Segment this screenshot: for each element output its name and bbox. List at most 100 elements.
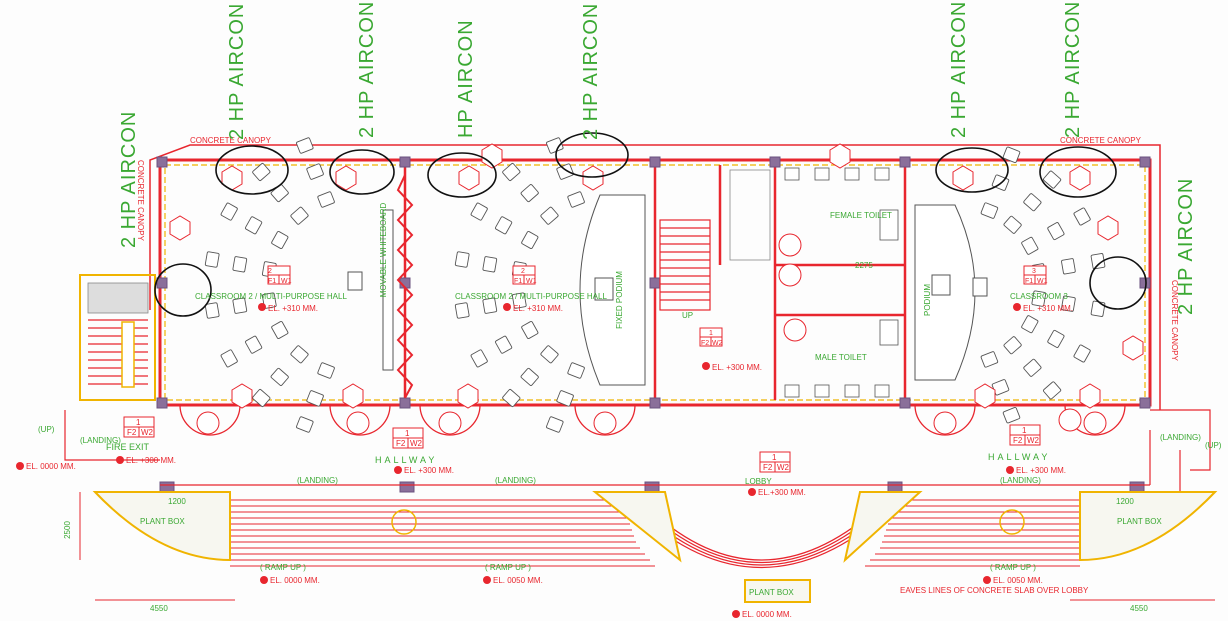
desk-chair [470, 349, 488, 368]
tag-number-hall-right: 1 [1022, 426, 1027, 435]
female-toilet-label: FEMALE TOILET [830, 211, 892, 220]
tag-f-lobby: F2 [763, 463, 773, 472]
desk-chair [1047, 329, 1065, 348]
desk-chair [1023, 358, 1042, 377]
desk-chair [204, 302, 220, 319]
desk-chair [1061, 295, 1076, 312]
classroom-right-label: CLASSROOM 3 [1010, 292, 1068, 301]
left-stair-tower [79, 274, 156, 401]
canopy-outline [149, 144, 1161, 410]
desk-chair [271, 321, 289, 339]
elev-classroom-right: EL. +310 MM. [1023, 304, 1073, 313]
desk-chair [204, 251, 220, 268]
room-tag-boxes [123, 265, 1047, 473]
elev-far-left: EL. 0000 MM. [26, 462, 76, 471]
desk-chair [556, 163, 574, 180]
tag-w-right: W1 [1037, 278, 1048, 285]
desk-chair [220, 202, 238, 221]
desk-chair [306, 163, 324, 180]
lectern-right [972, 277, 988, 297]
aircon-location-circles [154, 132, 1147, 317]
elev-ramp-right: EL. 0050 MM. [993, 576, 1043, 585]
tag-w-left: W1 [281, 278, 292, 285]
tag-number-mid: 2 [521, 268, 525, 275]
desk-chair [502, 389, 521, 407]
desk-chair [220, 349, 238, 368]
fire-exit-label: FIRE EXIT [106, 442, 150, 452]
desk-chair [317, 191, 335, 208]
ramp-up-mid: ( RAMP UP ) [485, 563, 531, 572]
tag-f-fire: F2 [127, 428, 137, 437]
landing-label-right: (LANDING) [1160, 433, 1201, 442]
desk-chair [511, 292, 527, 309]
tag-number-left: 2 [268, 268, 272, 275]
stair-up-label: UP [682, 311, 693, 320]
elev-center: EL. +300 MM. [712, 363, 762, 372]
aircon-label-2: 2 HP AIRCON [356, 0, 378, 138]
desk-chair [520, 184, 539, 203]
canopy-label-top-left: CONCRETE CANOPY [190, 136, 272, 145]
desk-chair [290, 206, 309, 225]
desk-chair [980, 351, 999, 368]
desk-chair [495, 216, 513, 235]
desk-chair [1043, 381, 1062, 400]
desk-chair [1021, 315, 1039, 334]
tag-number-hall-left: 1 [405, 429, 410, 438]
up-label-right: (UP) [1205, 441, 1222, 450]
elev-bottom: EL. 0000 MM. [742, 610, 792, 619]
desk-chair [1003, 215, 1022, 234]
hallway-label-left: HALLWAY [375, 455, 437, 465]
desk-chair [1002, 146, 1021, 163]
plant-boxes [92, 491, 1218, 603]
desk-chair [521, 231, 539, 249]
elev-fire-exit: EL. +300 MM. [126, 456, 176, 465]
desk-chair [296, 416, 314, 433]
up-label-left: (UP) [38, 425, 55, 434]
desk-chair [567, 362, 585, 379]
tag-w-lobby: W2 [777, 463, 790, 472]
dim-1200-right: 1200 [1116, 497, 1134, 506]
podium-desk-right [931, 274, 951, 296]
doors [179, 404, 1126, 436]
aircon-label-5: 2 HP AIRCON [580, 2, 602, 140]
desk-chair [232, 297, 248, 314]
lobby-label: LOBBY [745, 477, 772, 486]
lectern-left [347, 271, 363, 291]
elev-classroom-mid: EL. +310 MM. [513, 304, 563, 313]
tag-w-hall-left: W2 [410, 439, 423, 448]
classroom-middle-label: CLASSROOM 2 / MULTI-PURPOSE HALL [455, 292, 607, 301]
eaves-note: EAVES LINES OF CONCRETE SLAB OVER LOBBY [900, 586, 1089, 595]
toilet-fixtures [729, 167, 899, 398]
classroom-left-label: CLASSROOM 2 / MULTI-PURPOSE HALL [195, 292, 347, 301]
tag-f-mid: F1 [514, 278, 522, 285]
landing-label-ramp-left: (LANDING) [297, 476, 338, 485]
plant-box-left-label: PLANT BOX [140, 517, 185, 526]
elevation-markers [16, 303, 1021, 618]
desk-chair [540, 206, 559, 225]
desk-chair [1003, 336, 1022, 355]
dim-2275: 2275 [855, 261, 873, 270]
desk-chair [556, 390, 574, 407]
desk-array-middle [454, 137, 585, 433]
tag-f-hall-right: F2 [1013, 436, 1023, 445]
tag-f-right: F1 [1025, 278, 1033, 285]
fixed-podium-label: FIXED PODIUM [615, 271, 624, 329]
elev-lobby: EL.+300 MM. [758, 488, 806, 497]
ramp-up-right: ( RAMP UP ) [990, 563, 1036, 572]
desk-chair [470, 202, 488, 221]
desk-chair [270, 367, 289, 386]
tag-number-right: 3 [1032, 268, 1036, 275]
desk-chair [252, 389, 271, 407]
desk-chair [980, 202, 999, 219]
aircon-label-7: 2 HP AIRCON [1062, 0, 1084, 138]
desk-chair [1073, 207, 1091, 226]
aircon-label-6: 2 HP AIRCON [948, 0, 970, 138]
whiteboard-panel [382, 209, 394, 371]
elev-hall-right: EL. +300 MM. [1016, 466, 1066, 475]
tag-f-center: F2 [701, 340, 709, 347]
aircon-label-3: 2 HP AIRCON [118, 110, 140, 248]
desk-chair [454, 251, 470, 268]
desk-chair [520, 367, 539, 386]
canopy-label-left: CONCRETE CANOPY [136, 160, 145, 242]
landing-label-left: (LANDING) [80, 436, 121, 445]
